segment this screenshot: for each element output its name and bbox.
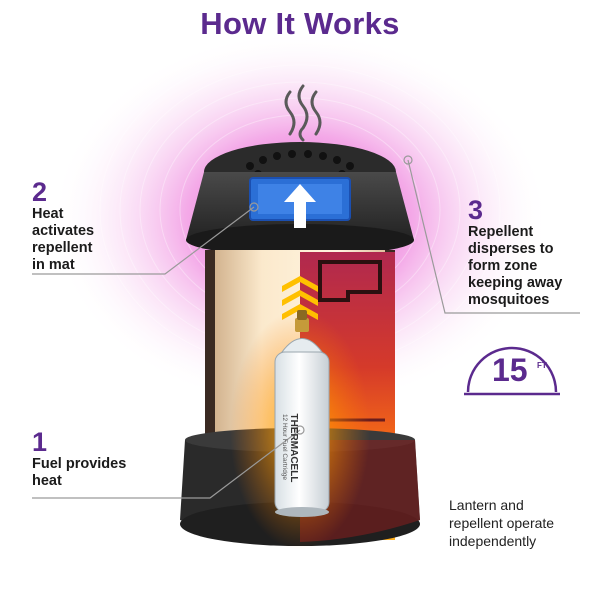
step-2-number: 2 xyxy=(32,177,48,207)
step-3: 3 Repellent disperses to form zone keepi… xyxy=(468,196,562,309)
page-title: How It Works xyxy=(200,6,400,41)
cartridge-label: 12 Hour Fuel Cartridge xyxy=(281,413,288,481)
step-3-text: Repellent disperses to form zone keeping… xyxy=(468,224,563,308)
range-value: 15 xyxy=(492,352,528,388)
heat-waves-icon xyxy=(284,84,322,142)
step-1-text: Fuel provides heat xyxy=(32,456,127,489)
callout-lines xyxy=(32,159,580,499)
independent-operation-note: Lantern and repellent operate independen… xyxy=(449,497,555,549)
step-1-number: 1 xyxy=(32,427,48,457)
cartridge-brand: THERMACELL xyxy=(288,413,299,483)
up-arrow-icon xyxy=(284,184,316,228)
step-2-text: Heat activates repellent in mat xyxy=(32,206,95,273)
step-3-number: 3 xyxy=(468,195,484,225)
step-2: 2 Heat activates repellent in mat xyxy=(32,178,94,274)
range-dome-icon xyxy=(464,346,560,396)
range-unit: FT xyxy=(537,361,547,370)
step-1: 1 Fuel provides heat xyxy=(32,428,126,490)
